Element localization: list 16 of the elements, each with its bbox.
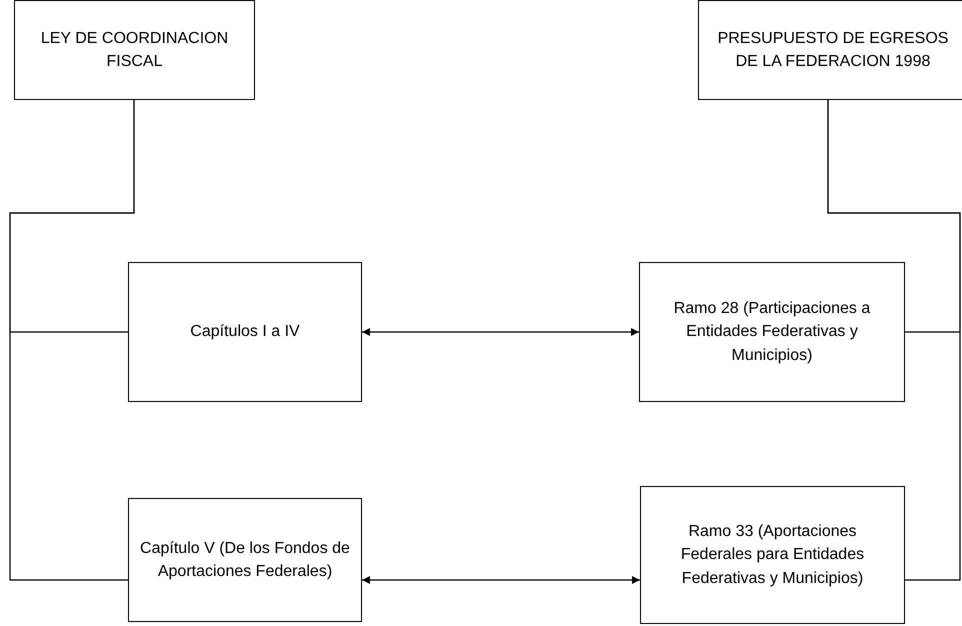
box-label: Ramo 28 (Participaciones a Entidades Federativas y Municipios) <box>672 299 872 366</box>
process-box <box>640 486 905 624</box>
box-label: PRESUPUESTO DE EGRESOS DE LA FEDERACION 1998 <box>716 28 950 72</box>
box-label: Capítulos I a IV <box>190 322 300 342</box>
double-arrow <box>362 576 640 584</box>
connector-line <box>9 100 135 581</box>
double-arrow <box>362 328 639 336</box>
box-label: Ramo 33 (Aportaciones Federales para Entidades Federativas y Municipios) <box>680 522 866 589</box>
process-box <box>698 0 962 100</box>
box-label: Capítulo V (De los Fondos de Aportaciones Federales) <box>139 538 351 582</box>
process-box <box>128 498 362 622</box>
connector-line <box>827 100 961 581</box>
box-label: LEY DE COORDINACION FISCAL <box>40 28 230 72</box>
process-box <box>639 262 905 402</box>
process-box <box>14 0 255 100</box>
process-box <box>128 262 362 402</box>
